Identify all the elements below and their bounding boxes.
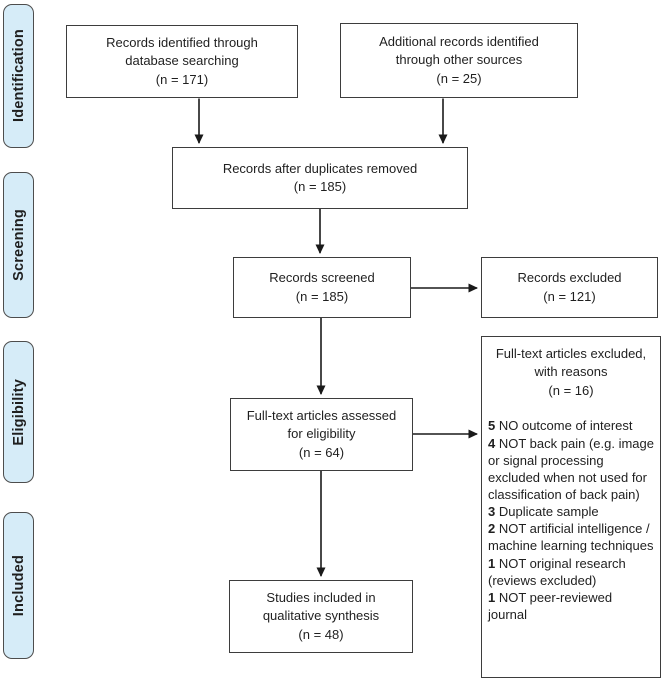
exclusion-reason-count: 1 — [488, 555, 496, 571]
box-fulltext-assessed: Full-text articles assessed for eligibil… — [230, 398, 413, 471]
stage-screening-label: Screening — [10, 209, 27, 281]
box-records-screened-text: Records screened (n = 185) — [269, 270, 375, 304]
stage-included: Included — [3, 512, 34, 659]
exclusion-reason-count: 1 — [488, 589, 496, 605]
exclusion-reason-text: Duplicate sample — [498, 504, 599, 520]
box-records-identified-text: Records identified through database sear… — [106, 34, 258, 87]
box-fulltext-assessed-text: Full-text articles assessed for eligibil… — [246, 407, 397, 460]
stage-identification-label: Identification — [10, 29, 27, 123]
box-fulltext-excluded-header: Full-text articles excluded, with reason… — [495, 346, 647, 398]
exclusion-reason-count: 2 — [488, 521, 496, 537]
box-additional-records-text: Additional records identified through ot… — [379, 33, 539, 86]
exclusion-reason: 4 NOT back pain (e.g. image or signal pr… — [488, 435, 654, 504]
box-after-duplicates: Records after duplicates removed (n = 18… — [172, 147, 468, 209]
exclusion-reason-text: NOT peer-reviewed journal — [488, 589, 613, 623]
exclusion-reason-count: 3 — [488, 504, 496, 520]
exclusion-reason: 5 NO outcome of interest — [488, 417, 654, 434]
exclusion-reason: 1 NOT peer-reviewed journal — [488, 589, 654, 623]
box-additional-records: Additional records identified through ot… — [340, 23, 578, 98]
stage-included-label: Included — [10, 554, 27, 617]
box-records-identified: Records identified through database sear… — [66, 25, 298, 98]
stage-screening: Screening — [3, 172, 34, 318]
exclusion-reason: 3 Duplicate sample — [488, 503, 654, 520]
stage-eligibility: Eligibility — [3, 341, 34, 483]
exclusion-reason-text: NOT artificial intelligence / machine le… — [488, 521, 654, 554]
stage-identification: Identification — [3, 4, 34, 148]
box-records-excluded: Records excluded (n = 121) — [481, 257, 658, 318]
exclusion-reason: 1 NOT original research (reviews exclude… — [488, 555, 654, 589]
box-studies-included-text: Studies included in qualitative synthesi… — [262, 589, 380, 642]
box-after-duplicates-text: Records after duplicates removed (n = 18… — [222, 160, 418, 194]
stage-eligibility-label: Eligibility — [10, 378, 27, 446]
exclusion-reason-text: NOT original research (reviews excluded) — [488, 555, 626, 588]
exclusion-reason: 2 NOT artificial intelligence / machine … — [488, 520, 654, 554]
box-records-screened: Records screened (n = 185) — [233, 257, 411, 318]
box-studies-included: Studies included in qualitative synthesi… — [229, 580, 413, 653]
exclusion-reason-text: NO outcome of interest — [498, 418, 633, 434]
exclusion-reason-count: 5 — [488, 418, 496, 434]
exclusion-reason-count: 4 — [488, 435, 496, 451]
box-fulltext-excluded: Full-text articles excluded, with reason… — [481, 336, 661, 678]
box-records-excluded-text: Records excluded (n = 121) — [517, 270, 622, 304]
exclusion-reason-text: NOT back pain (e.g. image or signal proc… — [488, 435, 654, 502]
